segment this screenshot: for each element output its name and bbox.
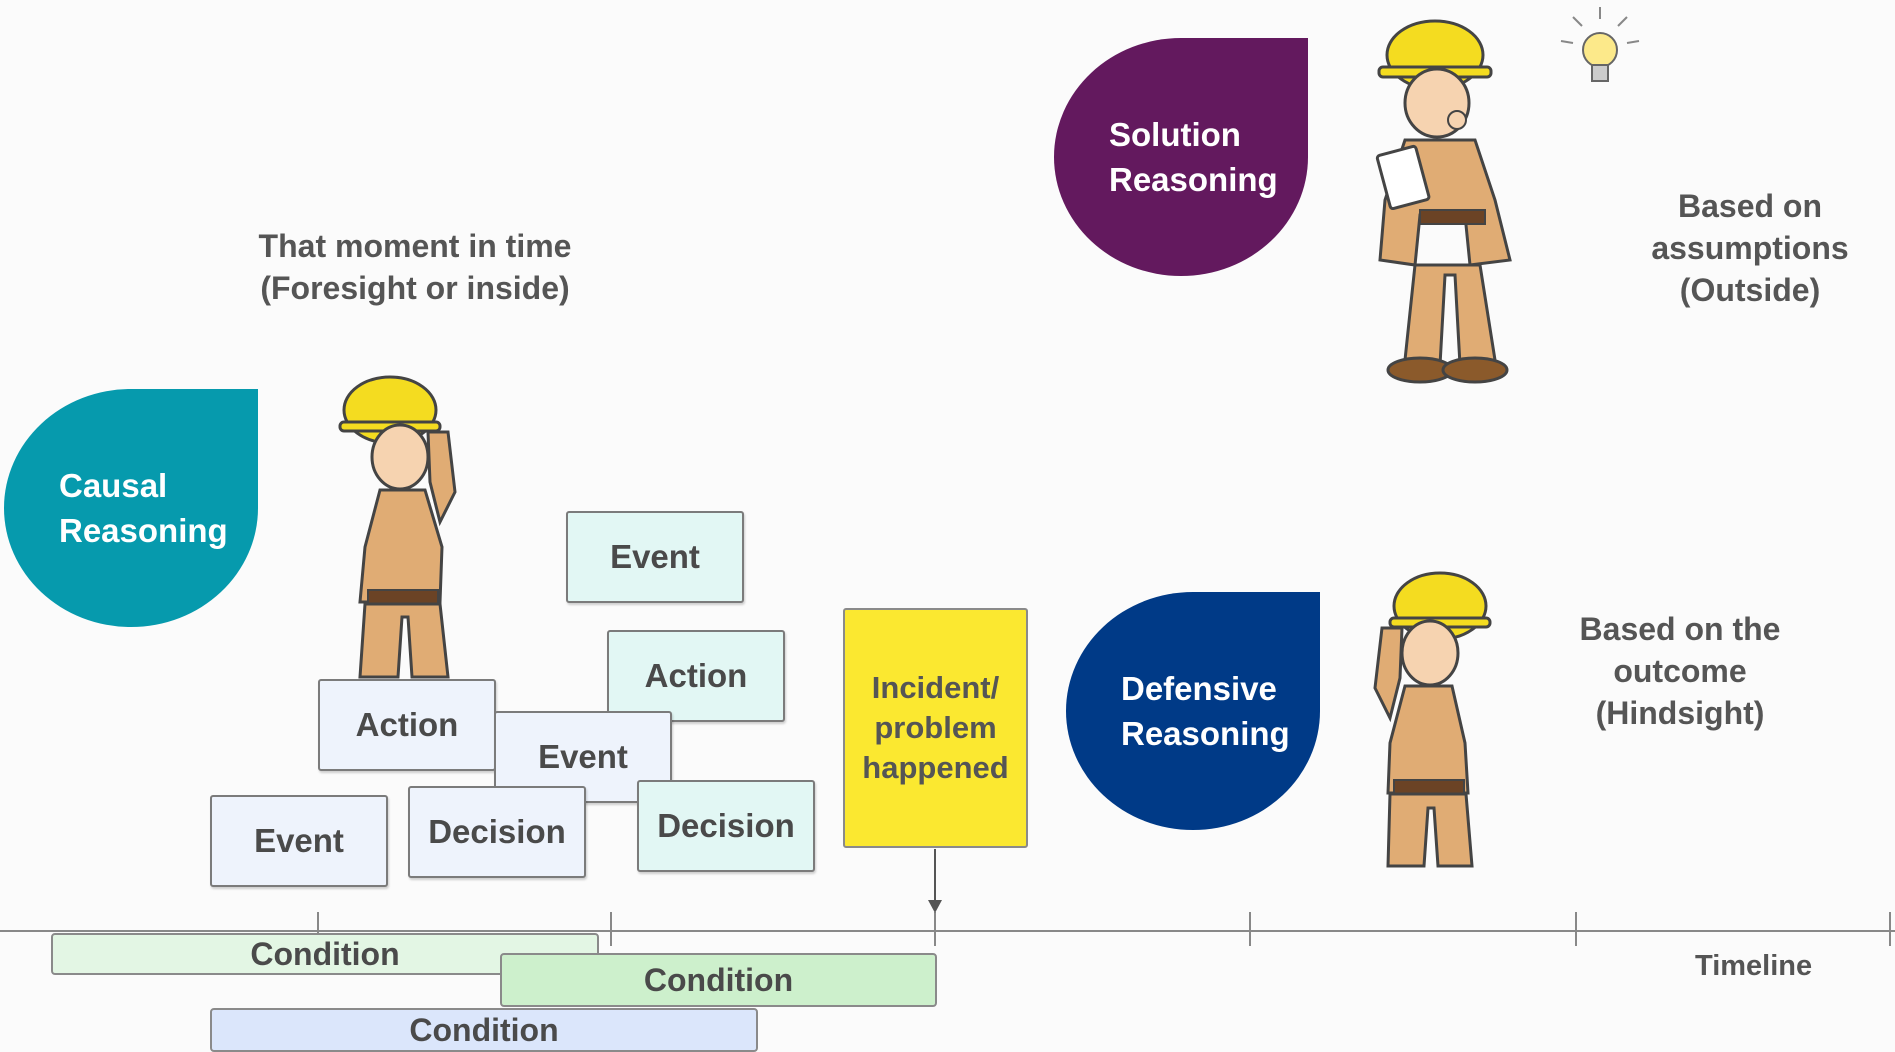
solution-reasoning-badge: Solution Reasoning	[1054, 38, 1308, 276]
moment-caption: That moment in time (Foresight or inside…	[258, 228, 572, 306]
defensive-reasoning-badge: Defensive Reasoning	[1066, 592, 1320, 830]
worker-thinking-icon	[1375, 19, 1512, 384]
lightbulb-icon	[1560, 7, 1640, 82]
causal-reasoning-badge: Causal Reasoning	[4, 389, 258, 627]
assumptions-caption: Based on assumptions (Outside)	[1651, 188, 1849, 308]
outcome-caption: Based on the outcome (Hindsight)	[1579, 611, 1781, 731]
worker-looking-icon	[338, 375, 457, 679]
event-box-bottom: Event	[210, 795, 388, 887]
event-box-top: Event	[566, 511, 744, 603]
timeline-label: Timeline	[1695, 950, 1813, 982]
action-box-right: Action	[607, 630, 785, 722]
condition-bar-3: Condition	[210, 1008, 758, 1052]
decision-box-left: Decision	[408, 786, 586, 878]
worker-looking-back-icon	[1373, 571, 1492, 868]
incident-box: Incident/ problem happened	[843, 608, 1028, 848]
decision-box-right: Decision	[637, 780, 815, 872]
action-box-left: Action	[318, 679, 496, 771]
condition-bar-2: Condition	[500, 953, 937, 1007]
